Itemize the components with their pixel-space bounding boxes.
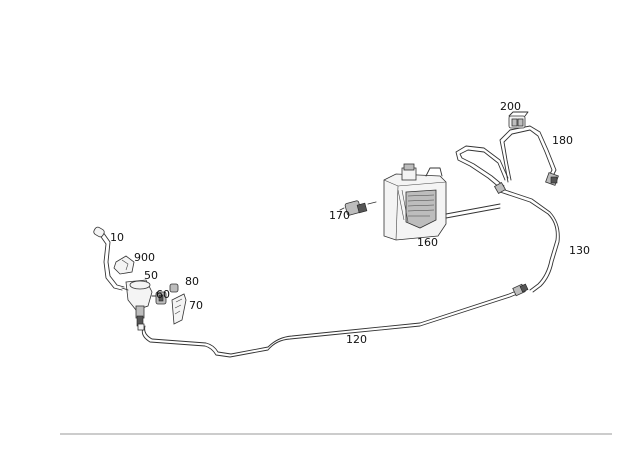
callout-120: 120: [346, 333, 367, 346]
hose-10: [93, 226, 125, 291]
line-120: [141, 288, 523, 358]
callout-180: 180: [552, 134, 573, 147]
callout-160: 160: [417, 236, 438, 249]
line-180: [455, 125, 559, 195]
purge-valve-50: [121, 279, 161, 331]
callout-80: 80: [185, 275, 199, 288]
callout-130: 130: [569, 244, 590, 257]
line-130: [499, 188, 560, 293]
cap-900: [113, 255, 135, 275]
callout-170: 170: [329, 209, 350, 222]
bracket-70: [171, 293, 187, 325]
valve-170: [339, 200, 377, 216]
canister-160: [383, 163, 501, 241]
clip-80: [169, 283, 179, 293]
clip-200: [508, 111, 529, 129]
callout-10: 10: [110, 231, 124, 244]
callout-60: 60: [156, 288, 170, 301]
callout-70: 70: [189, 299, 203, 312]
callout-900: 900: [134, 251, 155, 264]
connector-130: [512, 283, 529, 297]
damper-60: [155, 291, 167, 305]
callout-200: 200: [500, 100, 521, 113]
callout-50: 50: [144, 269, 158, 282]
